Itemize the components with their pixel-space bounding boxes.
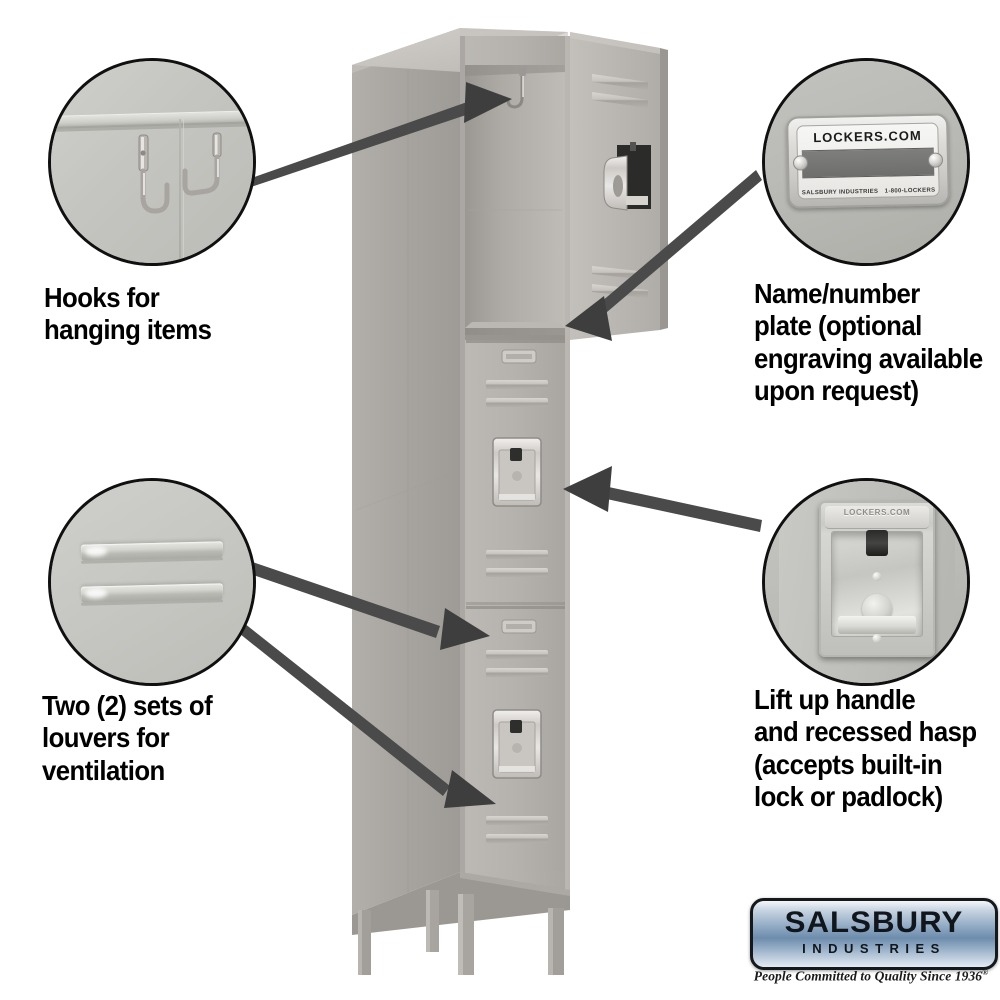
- locker-bottom-door: [466, 606, 565, 871]
- handle-well: [831, 530, 923, 643]
- bottom-door-louvers-upper: [486, 650, 548, 677]
- logo-tagline: People Committed to Quality Since 1936®: [750, 968, 992, 985]
- locker-legs: [358, 890, 564, 975]
- salsbury-industries-logo[interactable]: SALSBURY INDUSTRIES People Committed to …: [750, 898, 998, 988]
- handle-rivet-bottom: [872, 634, 882, 643]
- locker-svg: [352, 28, 668, 975]
- louvers-detail-circle: [48, 478, 256, 686]
- locker-left-side-panel: [352, 28, 460, 915]
- louver-door-background: [51, 481, 253, 683]
- locker-top-compartment-open: [465, 65, 565, 340]
- name-plate-detail-circle: LOCKERS.COM SALSBURY INDUSTRIES 1-800-LO…: [762, 58, 970, 266]
- lock-door-face: LOCKERS.COM: [779, 481, 955, 683]
- middle-door-louvers-lower: [486, 550, 548, 577]
- name-plate-screw-right: [927, 152, 944, 168]
- name-number-plate: LOCKERS.COM SALSBURY INDUSTRIES 1-800-LO…: [786, 113, 950, 209]
- middle-door-louvers-upper: [486, 380, 548, 407]
- locker-illustration: [330, 10, 700, 975]
- handle-lip: [825, 506, 929, 529]
- logo-tagline-text: People Committed to Quality Since 1936: [753, 968, 983, 984]
- callout-label-louvers: Two (2) sets of louvers for ventilation: [42, 690, 213, 786]
- logo-brand-text: SALSBURY: [784, 906, 964, 939]
- middle-door-name-plate: [501, 349, 537, 364]
- wall-seam: [179, 119, 181, 263]
- handle-base-edge: [838, 616, 916, 634]
- bottom-door-handle[interactable]: [492, 709, 542, 779]
- name-plate-right-text: 1-800-LOCKERS: [884, 187, 936, 195]
- handle-rivet-top: [872, 572, 882, 581]
- hasp-knob[interactable]: [866, 530, 888, 556]
- hooks-icon: [138, 132, 222, 214]
- registered-trademark-icon: ®: [982, 968, 989, 977]
- open-door-louvers-upper: [592, 74, 648, 108]
- name-plate-top-text: LOCKERS.COM: [813, 127, 922, 146]
- bottom-door-name-plate: [501, 619, 537, 634]
- middle-door-handle[interactable]: [492, 437, 542, 507]
- locker-open-door: [570, 32, 668, 340]
- name-plate-left-text: SALSBURY INDUSTRIES: [801, 188, 879, 197]
- logo-division-text: INDUSTRIES: [802, 941, 946, 956]
- lock-emboss-text: LOCKERS.COM: [843, 508, 911, 517]
- recessed-handle-housing: LOCKERS.COM: [819, 501, 935, 657]
- callout-label-hooks: Hooks for hanging items: [44, 282, 212, 346]
- callout-label-nameplate: Name/number plate (optional engraving av…: [754, 278, 983, 407]
- logo-plate: SALSBURY INDUSTRIES: [750, 898, 998, 970]
- locker-middle-door: [466, 340, 565, 605]
- hooks-detail-circle: [48, 58, 256, 266]
- bottom-door-louvers-lower: [486, 816, 548, 843]
- wall-seam-highlight: [183, 119, 184, 263]
- lock-handle-detail-circle: LOCKERS.COM: [762, 478, 970, 686]
- callout-label-lock: Lift up handle and recessed hasp (accept…: [754, 684, 977, 813]
- name-plate-engraving-band: [801, 147, 935, 179]
